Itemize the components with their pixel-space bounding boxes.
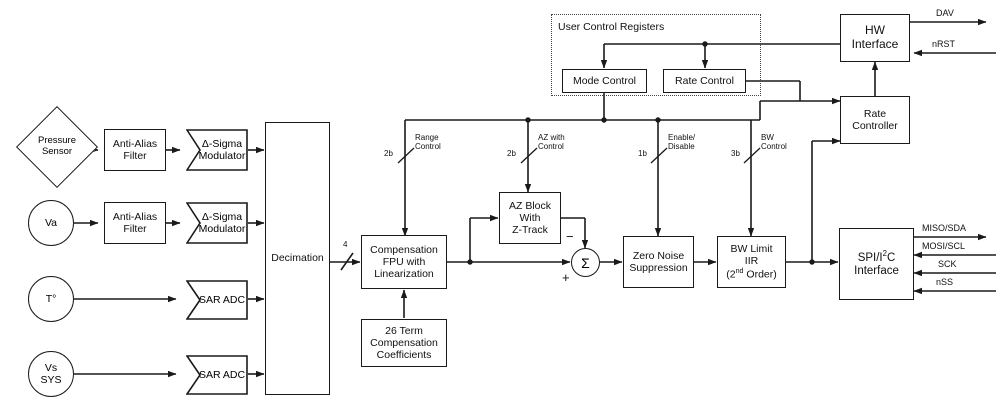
compensation-coefficients-label-1: 26 Term bbox=[385, 324, 423, 337]
sar-adc-2[interactable]: SAR ADC bbox=[186, 355, 248, 395]
enable-disable-line-1: Enable/ bbox=[668, 133, 696, 142]
mode-control-label: Mode Control bbox=[572, 74, 637, 87]
temperature-source[interactable]: T° bbox=[28, 276, 74, 322]
delta-sigma-modulator-2-label-2: Modulator bbox=[198, 223, 246, 235]
anti-alias-filter-1[interactable]: Anti-Alias Filter bbox=[104, 129, 166, 171]
hw-interface-label-2: Interface bbox=[851, 37, 899, 51]
miso-sda-signal-label: MISO/SDA bbox=[922, 223, 967, 233]
bw-limit-iir-label-1: BW Limit bbox=[730, 243, 773, 256]
range-control-annotation: Range Control bbox=[415, 133, 441, 152]
bw-order-suffix: Order) bbox=[743, 268, 777, 281]
hw-interface-label-1: HW bbox=[865, 23, 885, 38]
mode-control[interactable]: Mode Control bbox=[562, 69, 647, 93]
range-control-line-2: Control bbox=[415, 141, 441, 151]
delta-sigma-modulator-2[interactable]: Δ-Sigma Modulator bbox=[186, 202, 248, 244]
zero-noise-suppression-label-1: Zero Noise bbox=[632, 249, 685, 262]
range-control-width: 2b bbox=[384, 149, 393, 158]
enable-disable-annotation: Enable/ Disable bbox=[668, 133, 696, 152]
sar-adc-1[interactable]: SAR ADC bbox=[186, 280, 248, 320]
spi-i2c-interface-label-1: SPI/I2C bbox=[858, 249, 896, 265]
spi-i2c-interface[interactable]: SPI/I2C Interface bbox=[839, 228, 914, 300]
summing-junction-symbol: Σ bbox=[581, 254, 590, 271]
mosi-scl-signal-label: MOSI/SCL bbox=[922, 241, 966, 251]
rate-controller-label-2: Controller bbox=[852, 120, 898, 132]
sar-adc-2-label: SAR ADC bbox=[198, 368, 246, 381]
anti-alias-filter-2-label-1: Anti-Alias bbox=[112, 210, 158, 223]
delta-sigma-modulator-1-label-1: Δ-Sigma bbox=[201, 137, 243, 150]
compensation-coefficients-label-3: Coefficients bbox=[376, 349, 432, 362]
dav-signal-label: DAV bbox=[936, 8, 954, 18]
az-with-control-line-2: Control bbox=[538, 141, 564, 151]
az-block-label-2: With bbox=[519, 211, 541, 224]
sar-adc-1-label: SAR ADC bbox=[198, 293, 246, 306]
pressure-sensor-label-1: Pressure bbox=[37, 135, 76, 147]
bw-control-annotation: BW Control bbox=[761, 133, 787, 152]
vs-sys-label-2: SYS bbox=[40, 374, 62, 386]
enable-disable-line-2: Disable bbox=[668, 141, 695, 151]
rate-control-label: Rate Control bbox=[675, 74, 734, 87]
bw-limit-iir-order: (2nd Order) bbox=[726, 267, 777, 281]
vs-sys-source[interactable]: Vs SYS bbox=[28, 351, 74, 397]
anti-alias-filter-1-label-2: Filter bbox=[123, 150, 147, 162]
anti-alias-filter-2-label-2: Filter bbox=[123, 223, 147, 235]
hw-interface[interactable]: HW Interface bbox=[840, 14, 910, 62]
delta-sigma-modulator-1[interactable]: Δ-Sigma Modulator bbox=[186, 129, 248, 171]
compensation-fpu-label-3: Linearization bbox=[374, 268, 434, 281]
rate-controller-label-1: Rate bbox=[863, 107, 887, 120]
vs-sys-label-1: Vs bbox=[44, 361, 58, 374]
bw-order-prefix: (2 bbox=[726, 268, 736, 281]
pressure-sensor[interactable]: Pressure Sensor bbox=[15, 105, 99, 189]
az-block-label-3: Z-Track bbox=[512, 224, 548, 237]
nrst-signal-label: nRST bbox=[932, 39, 956, 49]
va-source[interactable]: Va bbox=[28, 200, 74, 246]
summing-junction[interactable]: Σ bbox=[571, 248, 600, 277]
anti-alias-filter-2[interactable]: Anti-Alias Filter bbox=[104, 202, 166, 244]
nss-signal-label: nSS bbox=[936, 277, 954, 287]
bw-limit-iir[interactable]: BW Limit IIR (2nd Order) bbox=[717, 236, 786, 288]
bw-order-superscript: nd bbox=[735, 267, 744, 276]
user-control-registers-title: User Control Registers bbox=[558, 21, 665, 33]
decimation-bus-width-label: 4 bbox=[343, 240, 348, 249]
anti-alias-filter-1-label-1: Anti-Alias bbox=[112, 137, 158, 150]
compensation-fpu-label-1: Compensation bbox=[370, 243, 438, 256]
bw-limit-iir-label-2: IIR bbox=[744, 255, 759, 268]
enable-disable-width: 1b bbox=[638, 149, 647, 158]
az-with-control-line-1: AZ with bbox=[538, 133, 565, 142]
bw-control-width: 3b bbox=[731, 149, 740, 158]
spi-i2c-interface-label-2: Interface bbox=[854, 265, 899, 278]
user-control-registers-group bbox=[551, 14, 761, 96]
decimation-label: Decimation bbox=[271, 252, 324, 265]
summing-junction-minus-sign: − bbox=[566, 229, 574, 244]
sck-signal-label: SCK bbox=[938, 259, 957, 269]
va-source-label: Va bbox=[44, 216, 58, 229]
az-block[interactable]: AZ Block With Z-Track bbox=[499, 192, 561, 244]
spi-suffix: C bbox=[886, 252, 896, 265]
temperature-source-label: T° bbox=[45, 292, 57, 305]
decimation[interactable]: Decimation bbox=[265, 122, 330, 395]
zero-noise-suppression-label-2: Suppression bbox=[629, 262, 688, 274]
zero-noise-suppression[interactable]: Zero Noise Suppression bbox=[623, 236, 694, 288]
summing-junction-plus-sign: + bbox=[562, 270, 570, 285]
rate-controller[interactable]: Rate Controller bbox=[840, 96, 910, 144]
bw-control-line-2: Control bbox=[761, 141, 787, 151]
compensation-coefficients-label-2: Compensation bbox=[370, 336, 438, 349]
compensation-fpu[interactable]: Compensation FPU with Linearization bbox=[361, 235, 447, 289]
delta-sigma-modulator-1-label-2: Modulator bbox=[198, 150, 246, 162]
compensation-coefficients[interactable]: 26 Term Compensation Coefficients bbox=[361, 319, 447, 367]
az-block-label-1: AZ Block bbox=[508, 199, 551, 212]
rate-control[interactable]: Rate Control bbox=[663, 69, 746, 93]
compensation-fpu-label-2: FPU with bbox=[382, 255, 426, 268]
az-with-control-annotation: AZ with Control bbox=[538, 133, 565, 152]
pressure-sensor-label-2: Sensor bbox=[41, 146, 73, 157]
range-control-line-1: Range bbox=[415, 133, 439, 142]
bw-control-line-1: BW bbox=[761, 133, 774, 142]
spi-superscript: 2 bbox=[882, 249, 887, 259]
az-with-control-width: 2b bbox=[507, 149, 516, 158]
spi-prefix: SPI/I bbox=[857, 252, 883, 265]
delta-sigma-modulator-2-label-1: Δ-Sigma bbox=[201, 210, 243, 223]
